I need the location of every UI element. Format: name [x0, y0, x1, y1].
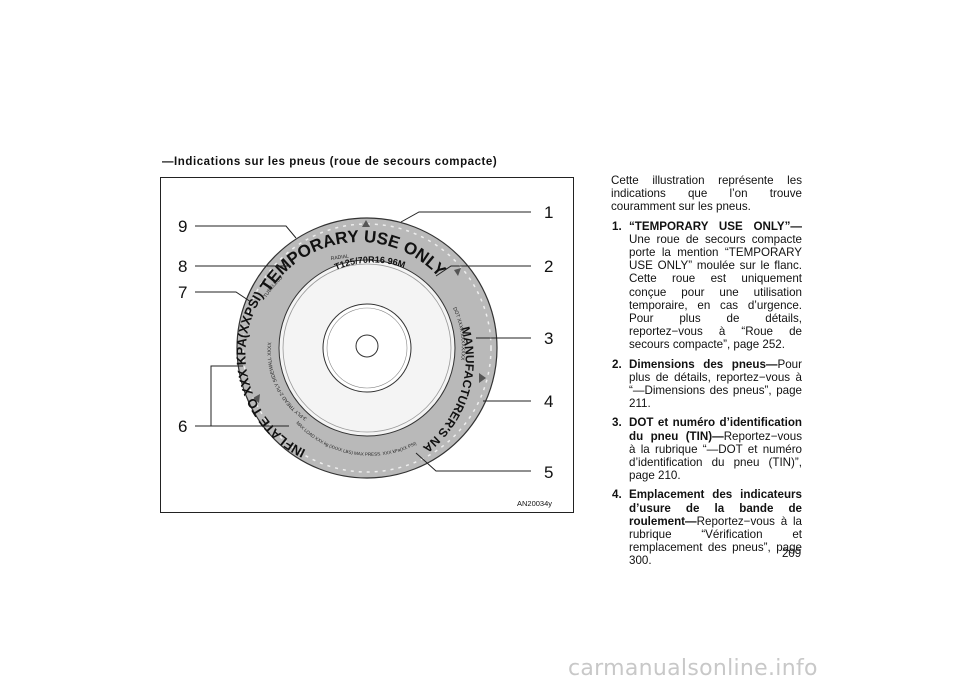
item-number: 3. — [612, 416, 622, 430]
tire-text-radial: RADIAL — [330, 253, 349, 261]
list-item: 4. Emplacement des indicateurs d’usure d… — [611, 488, 802, 567]
callout-lines — [195, 211, 531, 472]
item-text: Reportez−vous à la rubrique “—DOT et num… — [629, 429, 802, 483]
callout-8: 8 — [178, 257, 187, 276]
callout-3: 3 — [544, 329, 553, 348]
callout-5: 5 — [544, 463, 553, 482]
item-term: Dimensions des pneus— — [629, 357, 778, 371]
item-text: Une roue de secours compacte porte la me… — [629, 232, 802, 352]
item-term: “TEMPORARY USE ONLY”— — [629, 219, 802, 233]
list-item: 2. Dimensions des pneus—Pour plus de dét… — [611, 358, 802, 411]
tire-illustration: TEMPORARY USE ONLY T125/70R16 96M TUBELE… — [160, 177, 574, 513]
item-text: Pour plus de détails, reportez−vous à “—… — [629, 357, 802, 411]
callout-9: 9 — [178, 217, 187, 236]
callout-4: 4 — [544, 392, 553, 411]
text-column: Cette illustration représente les indica… — [611, 174, 802, 568]
callout-6: 6 — [178, 417, 187, 436]
item-number: 2. — [612, 357, 622, 371]
figure-code: AN20034y — [517, 499, 552, 508]
item-term: Emplacement des indicateurs d’usure de l… — [629, 488, 802, 528]
center-bore — [355, 334, 379, 358]
callout-1: 1 — [544, 203, 553, 222]
callout-2: 2 — [544, 257, 553, 276]
page-number: 209 — [782, 548, 802, 560]
item-text: Reportez−vous à la rubrique “Vérificatio… — [629, 514, 802, 568]
watermark-link[interactable]: carmanualsonline.info — [568, 656, 818, 681]
tire-diagram: TEMPORARY USE ONLY T125/70R16 96M TUBELE… — [161, 178, 553, 508]
item-number: 4. — [612, 488, 622, 502]
item-term: DOT et numéro d’identification du pneu (… — [629, 416, 802, 443]
section-title: —Indications sur les pneus (roue de seco… — [162, 156, 498, 168]
list-item: 1. “TEMPORARY USE ONLY”—Une roue de seco… — [611, 220, 802, 352]
item-number: 1. — [612, 219, 622, 233]
intro-paragraph: Cette illustration représente les indica… — [611, 174, 802, 214]
list-item: 3. DOT et numéro d’identification du pne… — [611, 416, 802, 482]
callout-7: 7 — [178, 283, 187, 302]
